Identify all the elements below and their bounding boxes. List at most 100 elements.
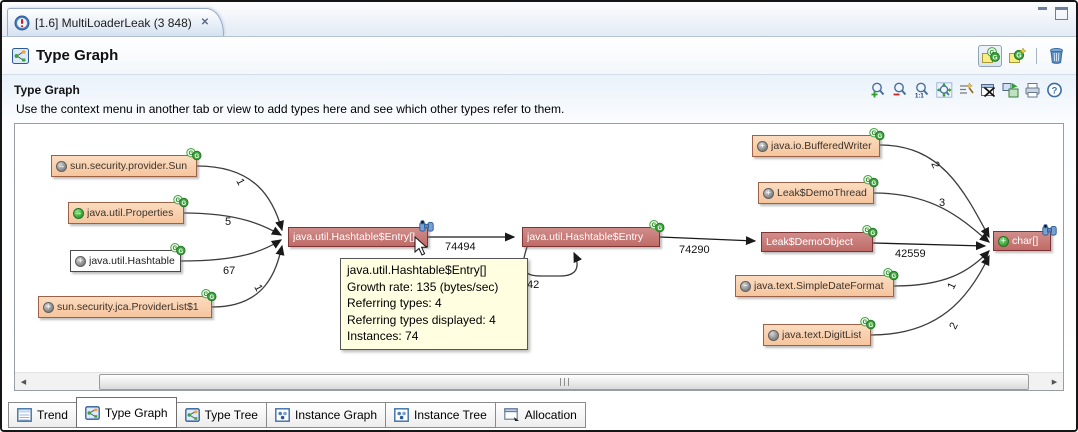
type-node-java-util-hashtable-entry[interactable]: java.util.Hashtable$Entry G G <box>522 220 665 247</box>
svg-text:G: G <box>176 198 181 204</box>
help-icon: ? <box>1047 82 1062 98</box>
svg-text:G: G <box>865 228 870 234</box>
print-button[interactable] <box>1023 81 1042 99</box>
tooltip-line: Growth rate: 135 (bytes/sec) <box>347 279 499 294</box>
edge-count-label: 3 <box>939 197 946 209</box>
zoom-out-button[interactable] <box>891 81 910 99</box>
gray-plus-icon: + <box>763 187 774 199</box>
header-actions: G G G <box>978 44 1068 67</box>
gc-badge-icon: G G <box>862 225 878 238</box>
type-node-label: Leak$DemoObject <box>766 236 853 248</box>
svg-text:?: ? <box>1052 85 1058 96</box>
type-graph-icon <box>85 405 100 420</box>
svg-text:G: G <box>657 226 662 232</box>
svg-text:G: G <box>1016 53 1022 60</box>
tab-instance-graph[interactable]: Instance Graph <box>265 402 387 428</box>
remove-all-icon <box>981 84 996 98</box>
svg-text:G: G <box>868 323 873 329</box>
export-graph-button[interactable] <box>1001 81 1020 99</box>
type-node-java-io-bufferedwriter[interactable]: +java.io.BufferedWriter G G <box>752 128 885 157</box>
section-header: Type Graph <box>14 79 1064 101</box>
horizontal-scrollbar[interactable]: ◀ ▶ <box>15 372 1063 390</box>
type-node-label: java.util.Hashtable$Entry <box>527 231 644 243</box>
gc-badge-icon: G G <box>863 175 879 188</box>
type-node-label: java.text.DigitList <box>782 329 862 341</box>
maximize-icon[interactable] <box>1055 7 1068 20</box>
page-title: Type Graph <box>36 47 119 64</box>
gray-plus-icon: + <box>757 140 768 152</box>
close-icon[interactable]: ✕ <box>200 17 210 28</box>
gc-badge-icon: G G <box>869 128 885 141</box>
scroll-right-button[interactable]: ▶ <box>1046 373 1063 390</box>
type-node-char-array[interactable]: +char[] <box>993 224 1057 251</box>
type-node-leak-demoobject[interactable]: Leak$DemoObject G G <box>761 225 878 252</box>
tooltip-line: Referring types: 4 <box>347 296 442 310</box>
instance-icon <box>394 408 409 422</box>
edge-count-label: 74494 <box>445 241 476 253</box>
gc-roots-double-button[interactable]: G G <box>978 44 1002 67</box>
zoom-actual-icon: 1:1 <box>915 82 929 99</box>
view-tab-multiloaderleak[interactable]: [1.6] MultiLoaderLeak (3 848) ✕ <box>7 8 225 36</box>
tab-instance-tree[interactable]: Instance Tree <box>385 402 496 428</box>
tab-label: Type Tree <box>204 408 258 422</box>
gc-badge-icon: G G <box>186 148 202 161</box>
gc-badge-icon: G G <box>170 243 186 256</box>
svg-text:G: G <box>863 320 868 326</box>
remove-all-button[interactable] <box>979 81 998 99</box>
minimize-icon[interactable] <box>1037 7 1049 17</box>
tab-label: Type Graph <box>104 405 168 420</box>
view-tab-title: [1.6] MultiLoaderLeak (3 848) <box>35 15 192 30</box>
type-node-leak-demothread[interactable]: +Leak$DemoThread G G <box>758 175 879 204</box>
scrollbar-grip <box>559 378 569 386</box>
type-node-java-text-digitlist[interactable]: java.text.DigitList G G <box>763 317 876 346</box>
zoom-fit-button[interactable] <box>935 81 954 99</box>
type-node-label: Leak$DemoThread <box>777 187 867 199</box>
green-arrow-icon: → <box>73 207 84 219</box>
graph-toolbar: 1:1 <box>869 81 1064 99</box>
zoom-in-button[interactable] <box>869 81 888 99</box>
gray-arrow-icon: → <box>56 160 67 172</box>
scrollbar-thumb[interactable] <box>99 374 1029 390</box>
type-node-sun-security-jca-providerlist-1[interactable]: +sun.security.jca.ProviderList$1 G G <box>38 289 217 318</box>
scroll-left-button[interactable]: ◀ <box>15 373 32 390</box>
help-button[interactable]: ? <box>1045 81 1064 99</box>
type-node-java-text-simpledateformat[interactable]: −java.text.SimpleDateFormat G G <box>735 268 899 297</box>
zoom-actual-button[interactable]: 1:1 <box>913 81 932 99</box>
svg-text:G: G <box>886 271 891 277</box>
svg-text:G: G <box>870 231 875 237</box>
layout-options-button[interactable] <box>957 81 976 99</box>
type-node-label: java.util.Properties <box>87 207 174 219</box>
gc-root-new-button[interactable]: G <box>1005 45 1029 67</box>
type-node-java-util-hashtable[interactable]: +java.util.Hashtable G G <box>70 243 186 272</box>
svg-text:G: G <box>204 292 209 298</box>
type-node-java-util-properties[interactable]: →java.util.Properties G G <box>68 195 189 224</box>
tab-trend[interactable]: Trend <box>8 402 77 428</box>
graph-edges-layer <box>180 144 990 336</box>
edge-count-label: 42559 <box>895 248 926 260</box>
type-node-label: java.util.Hashtable$Entry[] <box>293 231 415 243</box>
type-node-java-util-hashtable-entry-array[interactable]: java.util.Hashtable$Entry[] <box>288 220 434 247</box>
section-title: Type Graph <box>14 83 80 97</box>
svg-text:G: G <box>209 295 214 301</box>
type-node-label: sun.security.jca.ProviderList$1 <box>57 301 199 313</box>
svg-text:G: G <box>992 54 997 61</box>
graph-canvas[interactable]: →sun.security.provider.Sun G G→java.util… <box>14 123 1064 391</box>
svg-text:G: G <box>891 274 896 280</box>
type-node-label: sun.security.provider.Sun <box>70 160 188 172</box>
svg-text:G: G <box>189 151 194 157</box>
tooltip-lines: Growth rate: 135 (bytes/sec) Referring ty… <box>347 279 521 345</box>
gc-badge-icon: G G <box>173 195 189 208</box>
tooltip-title: java.util.Hashtable$Entry[] <box>347 263 487 277</box>
svg-text:G: G <box>866 178 871 184</box>
type-graph-icon <box>184 408 200 422</box>
tab-allocation[interactable]: Allocation <box>494 402 586 428</box>
tab-type-tree[interactable]: Type Tree <box>175 402 267 428</box>
export-graph-icon <box>1002 83 1019 98</box>
delete-button[interactable] <box>1044 45 1068 67</box>
view-window-buttons <box>1037 7 1068 20</box>
svg-text:1:1: 1:1 <box>915 94 924 99</box>
profiler-view-icon <box>14 15 30 30</box>
tab-label: Instance Graph <box>294 408 378 422</box>
tab-type-graph[interactable]: Type Graph <box>75 397 177 428</box>
type-node-sun-security-provider-sun[interactable]: →sun.security.provider.Sun G G <box>51 148 202 177</box>
